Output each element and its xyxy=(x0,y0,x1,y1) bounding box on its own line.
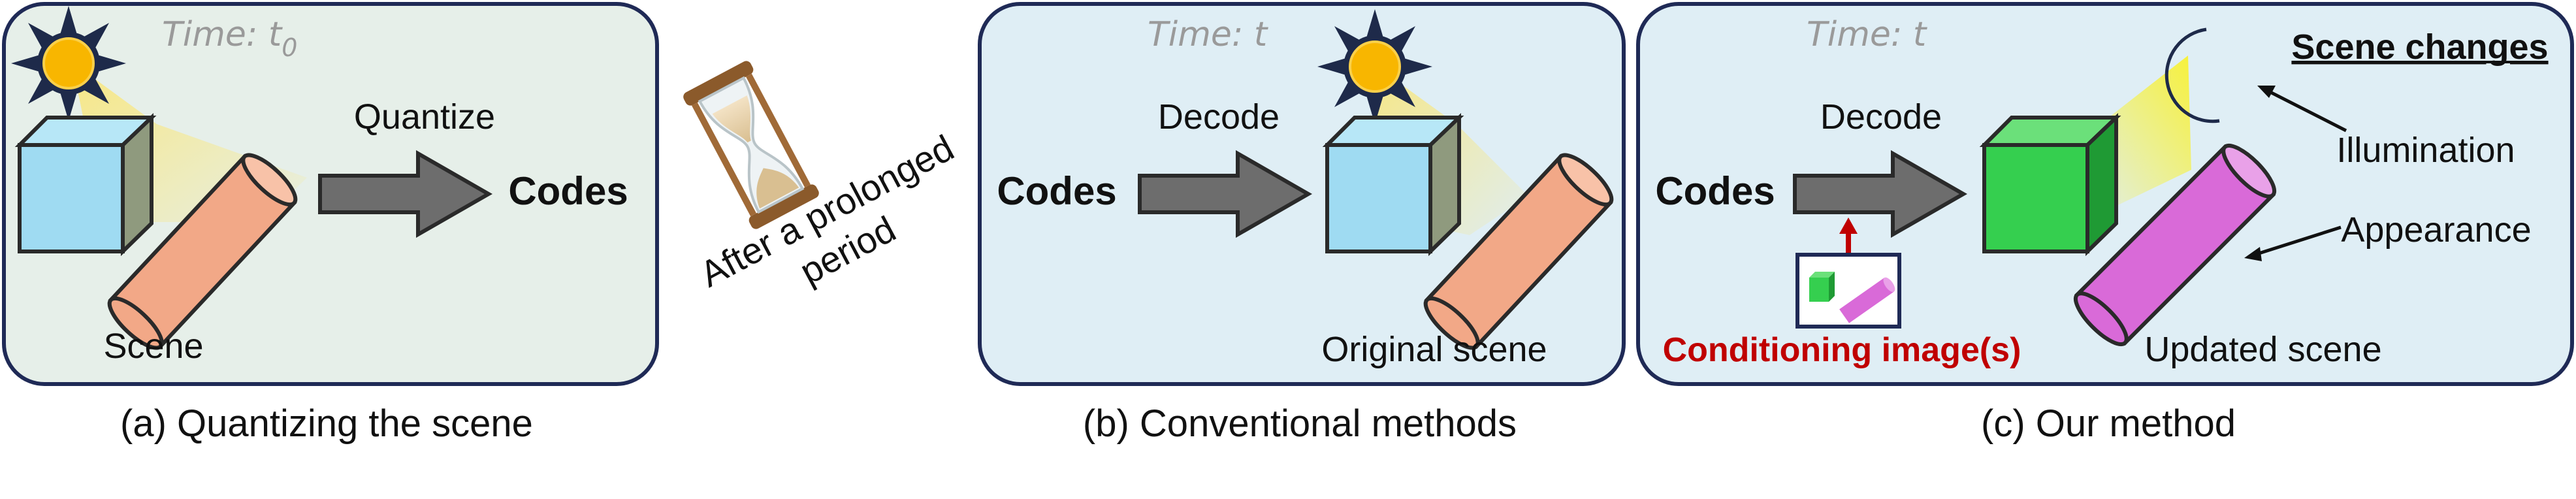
cube-icon xyxy=(14,112,157,257)
cylinder-icon xyxy=(1423,153,1614,350)
caption-c: (c) Our method xyxy=(1981,402,2236,445)
hourglass-icon xyxy=(683,61,819,229)
cylinder-icon xyxy=(107,153,298,350)
cylinder-icon xyxy=(2073,143,2277,347)
updated-scene-label: Updated scene xyxy=(2144,330,2381,369)
panel-c: Time: t Codes Decode Conditioning image(… xyxy=(1636,2,2574,386)
appearance-pointer-icon xyxy=(2244,225,2342,261)
illumination-pointer-icon xyxy=(2257,86,2347,133)
panel-a: Time: t0 Quantize Codes Scene xyxy=(2,2,659,386)
sun-icon xyxy=(1316,8,1434,125)
panel-a-time-label: Time: t0 xyxy=(162,15,297,62)
original-scene-label: Original scene xyxy=(1321,330,1547,369)
illumination-label: Illumination xyxy=(2336,131,2515,170)
note-group: After a prolonged period xyxy=(693,127,960,295)
codes-label: Codes xyxy=(1655,169,1775,213)
scene-label: Scene xyxy=(103,327,203,366)
caption-a: (a) Quantizing the scene xyxy=(120,402,533,445)
decode-label: Decode xyxy=(1158,97,1280,137)
codes-label: Codes xyxy=(508,169,628,213)
caption-b: (b) Conventional methods xyxy=(1083,402,1517,445)
image-thumbnail-icon xyxy=(1795,253,1901,329)
quantize-label: Quantize xyxy=(354,97,495,137)
panel-b: Time: t Codes Decode Original scene xyxy=(978,2,1626,386)
sun-icon xyxy=(10,5,127,122)
cube-icon xyxy=(1322,112,1464,257)
cube-icon xyxy=(1979,112,2121,257)
appearance-label: Appearance xyxy=(2341,210,2531,250)
codes-label: Codes xyxy=(997,169,1116,213)
conditioning-label: Conditioning image(s) xyxy=(1663,331,2021,369)
moon-icon xyxy=(2165,27,2220,123)
panel-c-time-label: Time: t xyxy=(1807,15,1927,54)
panel-b-time-label: Time: t xyxy=(1148,15,1268,54)
conditioning-arrow-icon xyxy=(1839,217,1858,255)
scene-changes-label: Scene changes xyxy=(2291,27,2548,67)
decode-label: Decode xyxy=(1820,97,1942,137)
